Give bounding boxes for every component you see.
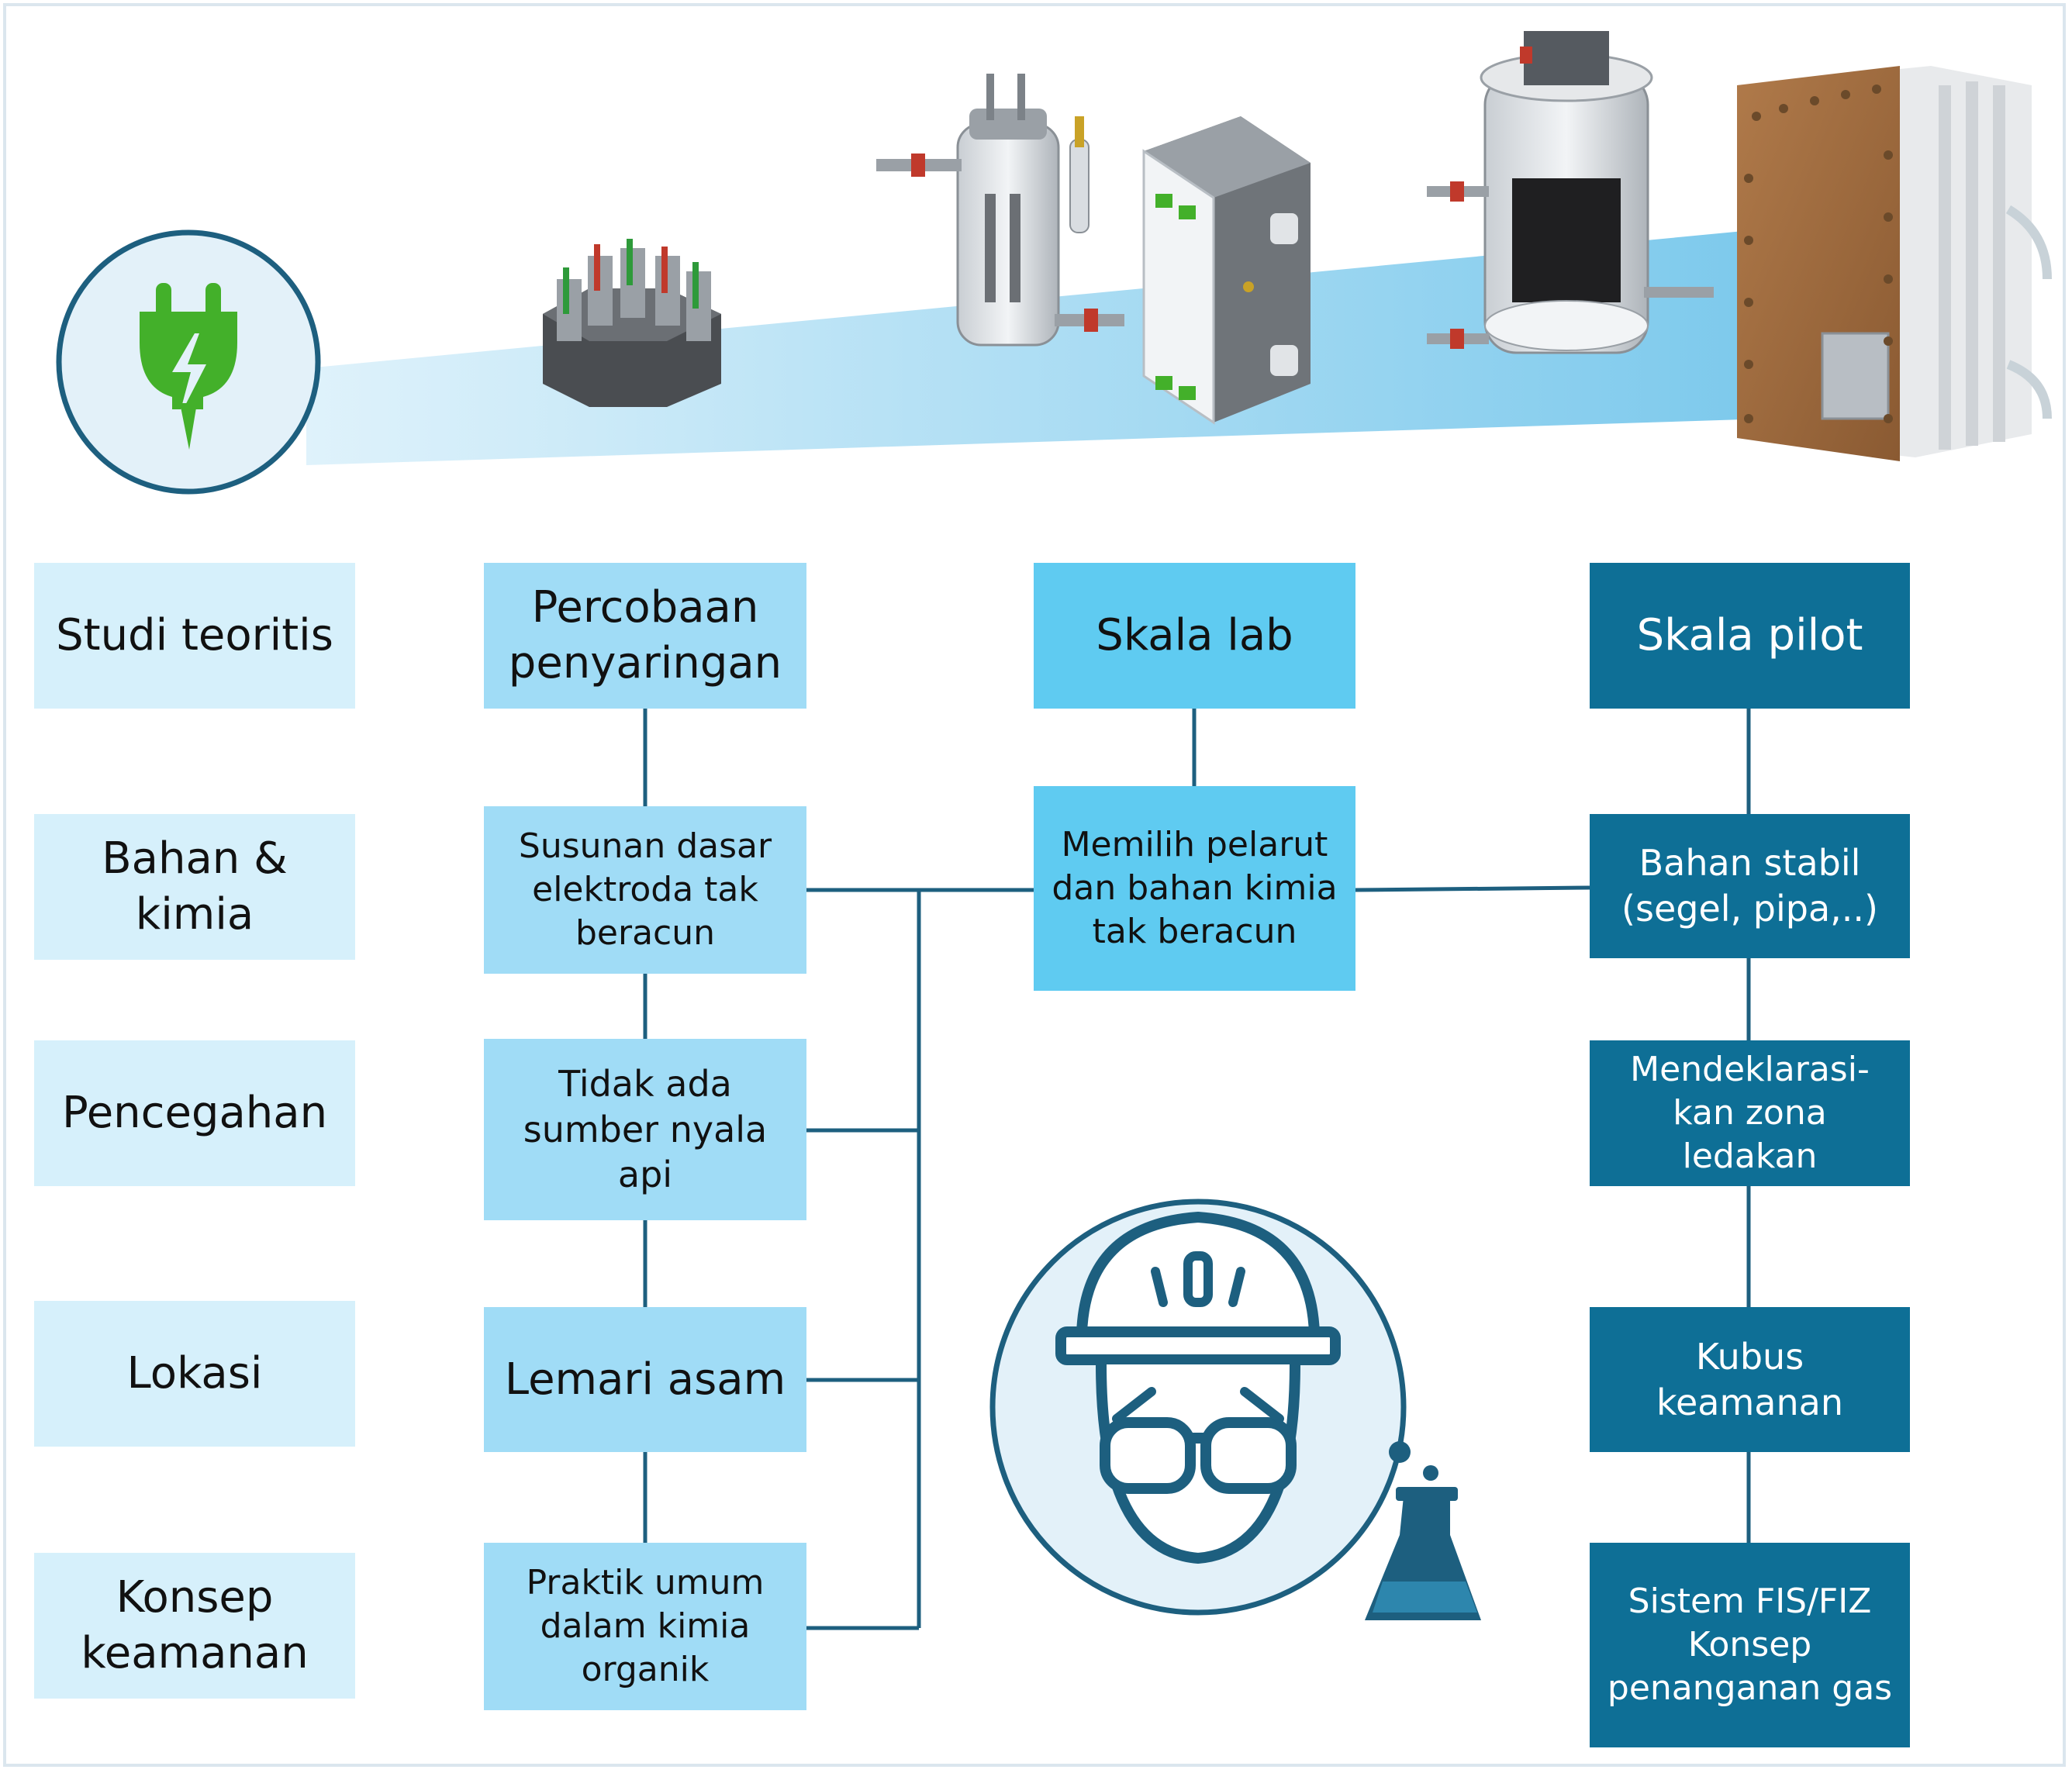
safety-worker-icon: [989, 1199, 1407, 1616]
label-location: Lokasi: [34, 1301, 355, 1447]
screening-item-electrode: Susunan dasar elektroda tak beracun: [484, 806, 806, 974]
pilot-item-fis-fiz: Sistem FIS/FIZ Konsep penanganan gas: [1590, 1543, 1910, 1747]
screening-cell-illustration: [543, 239, 721, 407]
flask-icon: [1365, 1441, 1481, 1620]
label-prevention: Pencegahan: [34, 1040, 355, 1186]
lab-item-solvents: Memilih pelarut dan bahan kimia tak bera…: [1034, 786, 1355, 991]
pilot-item-explosion-zones: Mendeklarasi-kan zona ledakan: [1590, 1040, 1910, 1186]
cylinder-reactor-illustration: [1427, 31, 1714, 354]
label-theory: Studi teoritis: [34, 563, 355, 709]
label-materials: Bahan & kimia: [34, 814, 355, 960]
screening-header: Percobaan penyaringan: [484, 563, 806, 709]
label-safety-concept: Konsep keamanan: [34, 1553, 355, 1699]
flow-cell-illustration: [1142, 116, 1311, 425]
pilot-item-stable-materials: Bahan stabil (segel, pipa,..): [1590, 814, 1910, 958]
glass-cell-illustration: [876, 74, 1124, 347]
pilot-item-safety-cube: Kubus keamanan: [1590, 1307, 1910, 1452]
screening-item-organic-practice: Praktik umum dalam kimia organik: [484, 1543, 806, 1710]
pilot-header: Skala pilot: [1590, 563, 1910, 709]
pilot-stack-illustration: [1737, 66, 2052, 461]
lab-header: Skala lab: [1034, 563, 1355, 709]
screening-item-fume-hood: Lemari asam: [484, 1307, 806, 1452]
outer-frame: [3, 3, 2066, 1767]
power-plug-icon: [56, 229, 321, 495]
scale-up-beam: [306, 229, 1768, 465]
screening-item-no-ignition: Tidak ada sumber nyala api: [484, 1039, 806, 1220]
